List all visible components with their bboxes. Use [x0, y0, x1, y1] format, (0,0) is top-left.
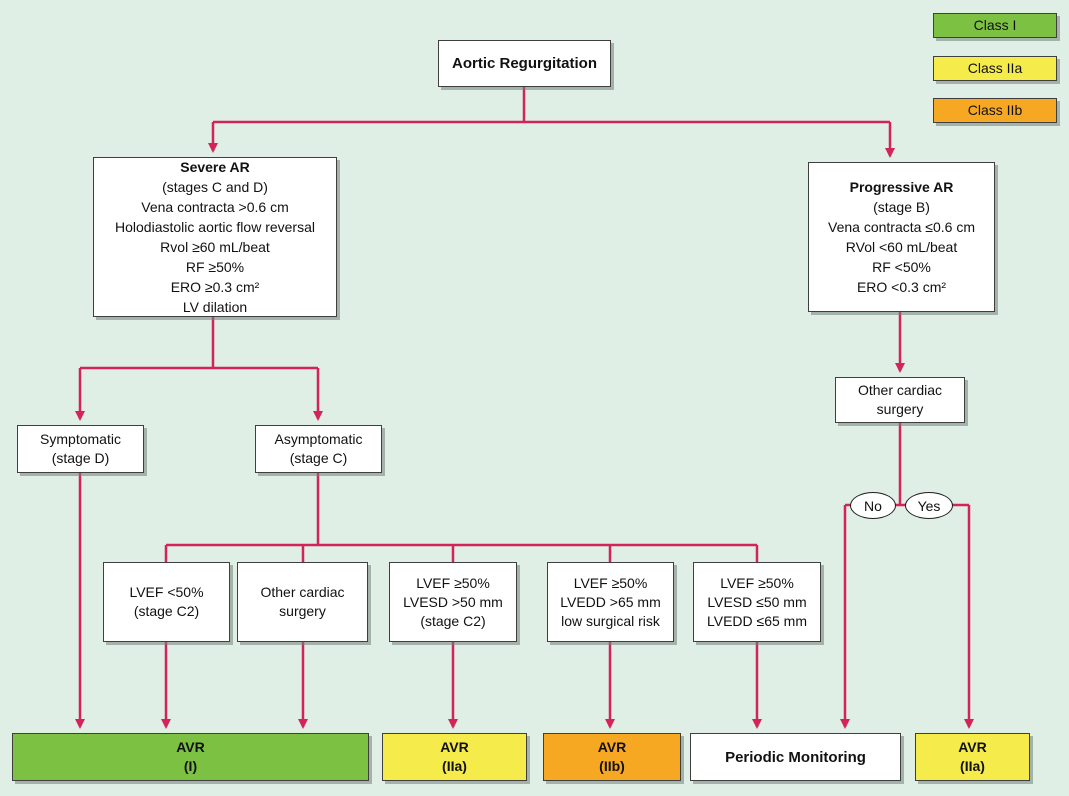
node-severe-ar-line: ERO ≥0.3 cm² [170, 279, 260, 295]
outcome-avr-class-i: AVR (I) [12, 733, 369, 781]
node-lvedd-high: LVEF ≥50% LVEDD >65 mm low surgical risk [547, 562, 674, 642]
node-lvef-low-line: (stage C2) [133, 603, 200, 619]
node-lvef-low-line: LVEF <50% [129, 584, 204, 600]
legend-class-i: Class I [933, 13, 1057, 38]
node-severe-ar: Severe AR (stages C and D) Vena contract… [93, 157, 337, 317]
node-aortic-regurgitation-label: Aortic Regurgitation [452, 55, 597, 72]
node-severe-ar-line: Vena contracta >0.6 cm [141, 199, 289, 215]
decision-no-label: No [864, 497, 882, 514]
node-other-cardiac-surgery-right-line: surgery [876, 401, 924, 417]
outcome-avr-class-iia-left: AVR (IIa) [382, 733, 527, 781]
outcome-avr-class-iib-line: AVR [597, 739, 627, 755]
outcome-avr-class-iia-left-line: AVR [440, 739, 469, 755]
outcome-avr-class-i-line: AVR [176, 739, 205, 755]
node-asymptomatic: Asymptomatic (stage C) [255, 425, 382, 473]
decision-yes-oval: Yes [905, 492, 953, 519]
node-other-cardiac-surgery-left-line: surgery [279, 603, 326, 619]
outcome-avr-class-iia-left-line: (IIa) [442, 758, 467, 774]
node-normal-dimensions-line: LVESD ≤50 mm [707, 593, 807, 610]
node-symptomatic: Symptomatic (stage D) [17, 425, 144, 473]
node-lvedd-high-line: LVEF ≥50% [573, 574, 648, 591]
node-normal-dimensions: LVEF ≥50% LVESD ≤50 mm LVEDD ≤65 mm [693, 562, 821, 642]
node-other-cardiac-surgery-left-line: Other cardiac [260, 584, 345, 600]
outcome-avr-class-iib-line: (IIb) [599, 758, 625, 774]
legend-class-i-label: Class I [973, 17, 1017, 33]
outcome-avr-class-iib: AVR (IIb) [543, 733, 681, 781]
node-lvesd-high-line: LVESD >50 mm [403, 593, 503, 610]
outcome-periodic-monitoring: Periodic Monitoring [690, 733, 901, 781]
decision-no-oval: No [850, 492, 896, 519]
node-severe-ar-line: RF ≥50% [185, 259, 245, 275]
node-lvesd-high-line: (stage C2) [420, 612, 486, 629]
node-asymptomatic-line: (stage C) [289, 450, 348, 466]
outcome-avr-class-iia-right: AVR (IIa) [915, 733, 1030, 781]
legend-class-iia: Class IIa [933, 56, 1057, 81]
node-other-cardiac-surgery-left: Other cardiac surgery [237, 562, 368, 642]
node-severe-ar-line: (stages C and D) [162, 179, 268, 195]
legend-class-iia-label: Class IIa [967, 60, 1023, 76]
node-severe-ar-title: Severe AR [180, 159, 250, 175]
node-progressive-ar-title: Progressive AR [849, 179, 954, 195]
legend-class-iib-label: Class IIb [967, 102, 1023, 118]
node-severe-ar-line: Rvol ≥60 mL/beat [160, 239, 270, 255]
node-severe-ar-line: LV dilation [182, 299, 248, 315]
legend-class-iib: Class IIb [933, 98, 1057, 123]
node-asymptomatic-line: Asymptomatic [274, 431, 363, 447]
outcome-avr-class-iia-right-line: AVR [958, 739, 987, 755]
node-symptomatic-line: Symptomatic [40, 431, 121, 447]
node-progressive-ar: Progressive AR (stage B) Vena contracta … [808, 162, 995, 312]
outcome-periodic-monitoring-label: Periodic Monitoring [725, 748, 866, 766]
node-progressive-ar-line: RF <50% [872, 259, 931, 275]
node-lvesd-high-line: LVEF ≥50% [416, 574, 490, 591]
decision-yes-label: Yes [917, 497, 941, 514]
node-lvedd-high-line: LVEDD >65 mm [560, 593, 661, 610]
node-aortic-regurgitation: Aortic Regurgitation [438, 40, 611, 87]
outcome-avr-class-i-line: (I) [183, 758, 198, 774]
node-progressive-ar-line: ERO <0.3 cm² [856, 279, 947, 295]
node-other-cardiac-surgery-right: Other cardiac surgery [835, 377, 965, 423]
node-lvef-low: LVEF <50% (stage C2) [103, 562, 230, 642]
node-normal-dimensions-line: LVEDD ≤65 mm [706, 612, 807, 629]
node-progressive-ar-line: Vena contracta ≤0.6 cm [828, 219, 975, 235]
node-other-cardiac-surgery-right-line: Other cardiac [857, 382, 943, 398]
node-normal-dimensions-line: LVEF ≥50% [720, 574, 794, 591]
node-progressive-ar-line: RVol <60 mL/beat [845, 239, 958, 255]
node-progressive-ar-line: (stage B) [873, 199, 930, 215]
node-lvedd-high-line: low surgical risk [561, 612, 660, 629]
node-severe-ar-line: Holodiastolic aortic flow reversal [115, 219, 315, 235]
node-lvesd-high: LVEF ≥50% LVESD >50 mm (stage C2) [389, 562, 517, 642]
outcome-avr-class-iia-right-line: (IIa) [960, 758, 985, 774]
node-symptomatic-line: (stage D) [51, 450, 110, 466]
